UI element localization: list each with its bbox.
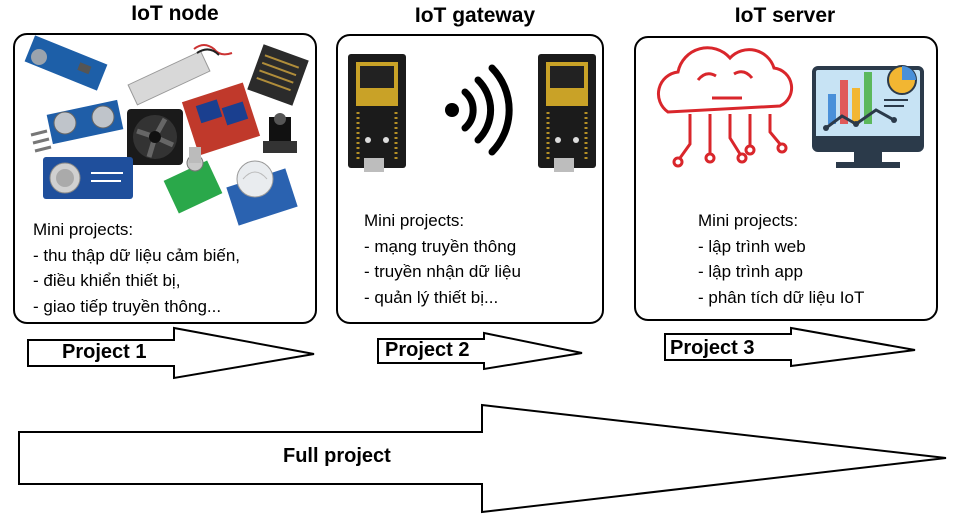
full-project-label: Full project: [283, 445, 391, 467]
gateway-graphic: [348, 54, 596, 172]
mini-project-item: - giao tiếp truyền thông...: [33, 296, 222, 316]
mini-project-item: - phân tích dữ liệu IoT: [698, 287, 865, 307]
esp-board-right-icon: [538, 54, 596, 172]
project-1-arrow: [27, 326, 315, 380]
mini-project-item: - quản lý thiết bị...: [364, 287, 499, 307]
analytics-monitor-icon: [812, 65, 924, 168]
mini-project-item: - lập trình web: [698, 236, 806, 256]
server-mini-projects: Mini projects: - lập trình web - lập trì…: [698, 208, 864, 310]
mini-projects-heading: Mini projects:: [698, 211, 799, 230]
mini-project-item: - lập trình app: [698, 262, 803, 281]
ultrasonic-sensor-icon: [30, 99, 124, 153]
project-1-label: Project 1: [62, 341, 147, 363]
gateway-mini-projects: Mini projects: - mạng truyền thông - tru…: [364, 208, 521, 310]
mini-projects-heading: Mini projects:: [33, 220, 134, 239]
pir-sensor-icon: [226, 160, 298, 226]
project-2-label: Project 2: [385, 339, 470, 361]
sensor-collage: [24, 35, 309, 226]
server-panel: Mini projects: - lập trình web - lập trì…: [634, 36, 938, 321]
wifi-signal-icon: [445, 64, 513, 156]
gas-sensor-icon: [43, 157, 133, 199]
mini-project-item: - thu thập dữ liệu cảm biến,: [33, 245, 240, 265]
ir-sensor-icon: [263, 113, 297, 153]
stage-title-server: IoT server: [734, 4, 836, 27]
project-3-label: Project 3: [670, 337, 755, 359]
soil-sensor-icon: [163, 147, 223, 214]
gateway-panel: Mini projects: - mạng truyền thông - tru…: [336, 34, 604, 324]
cooling-fan-icon: [127, 109, 183, 165]
full-project-arrow: [18, 403, 947, 514]
esp-board-left-icon: [348, 54, 406, 172]
project-2-arrow: [377, 331, 583, 371]
relay-module-icon: [181, 82, 261, 156]
microphone-sensor-icon: [24, 35, 108, 91]
mini-project-item: - điều khiển thiết bị,: [33, 271, 181, 290]
mini-project-item: - mạng truyền thông: [364, 236, 517, 256]
server-graphic: [657, 46, 924, 168]
mini-project-item: - truyền nhận dữ liệu: [364, 262, 521, 281]
node-mini-projects: Mini projects: - thu thập dữ liệu cảm bi…: [33, 217, 240, 319]
project-3-arrow: [664, 326, 916, 368]
stage-title-gateway: IoT gateway: [414, 4, 536, 27]
load-cell-icon: [127, 44, 233, 106]
node-panel: Mini projects: - thu thập dữ liệu cảm bi…: [13, 33, 317, 324]
stage-title-node: IoT node: [131, 2, 219, 25]
mini-projects-heading: Mini projects:: [364, 211, 465, 230]
circuit-cloud-icon: [657, 46, 794, 168]
rain-sensor-icon: [247, 44, 309, 106]
